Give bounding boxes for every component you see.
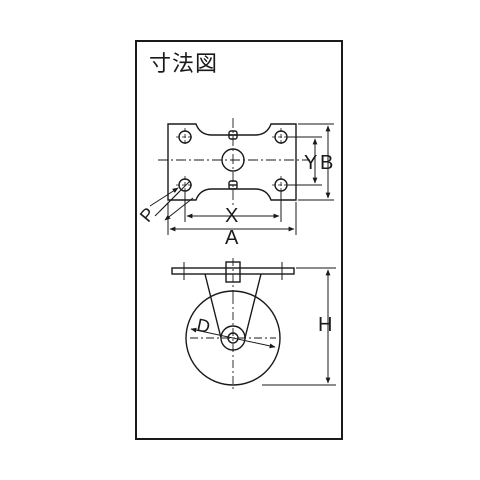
wheel-outer bbox=[185, 290, 281, 386]
label-a: A bbox=[225, 227, 239, 249]
dimension-d bbox=[190, 327, 276, 349]
dimension-b bbox=[298, 123, 334, 201]
label-h: H bbox=[318, 314, 332, 336]
diagram-title: 寸法図 bbox=[149, 52, 219, 77]
dimension-p bbox=[149, 180, 194, 221]
diagram-frame bbox=[135, 40, 343, 440]
label-d: D bbox=[195, 315, 212, 337]
top-view bbox=[149, 118, 334, 235]
label-y: Y bbox=[304, 152, 317, 174]
dimension-y bbox=[288, 136, 322, 186]
label-p: P bbox=[136, 204, 159, 226]
mounting-plate-outline bbox=[167, 123, 297, 201]
dimension-h bbox=[262, 267, 336, 386]
label-b: B bbox=[320, 152, 333, 174]
side-view bbox=[171, 258, 336, 392]
fork-bracket bbox=[204, 273, 262, 339]
dimension-x bbox=[184, 192, 282, 222]
label-x: X bbox=[225, 205, 238, 227]
